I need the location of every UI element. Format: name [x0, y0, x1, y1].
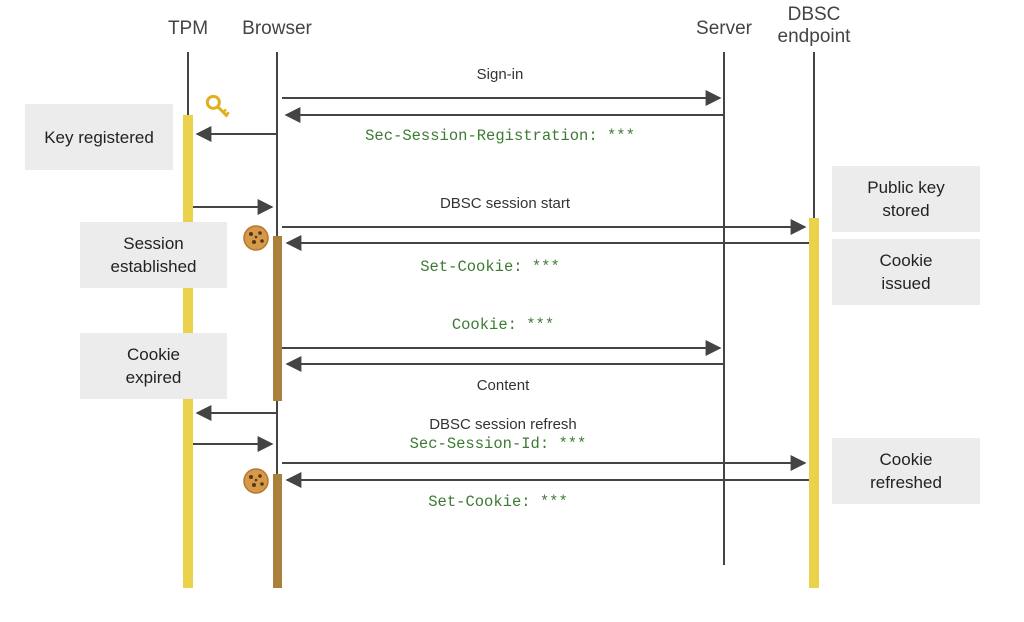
participant-dbsc-line1: DBSC	[787, 4, 841, 25]
label-set-cookie-2: Set-Cookie: ***	[428, 493, 568, 511]
participant-dbsc-line2: endpoint	[777, 26, 851, 47]
label-sec-session-id: Sec-Session-Id: ***	[409, 435, 587, 453]
key-icon	[205, 94, 230, 118]
note-cookie-issued: Cookie issued	[832, 239, 980, 305]
note-cookie-expired: Cookie expired	[80, 333, 227, 399]
note-public-key-stored: Public key stored	[832, 166, 980, 232]
label-dbsc-session-start: DBSC session start	[439, 195, 571, 212]
cookie-icon	[243, 468, 269, 494]
browser-activation-bar-2	[273, 474, 282, 588]
participant-dbsc-endpoint: DBSC endpoint	[764, 4, 864, 48]
label-sign-in: Sign-in	[476, 66, 524, 83]
note-cookie-refreshed: Cookie refreshed	[832, 438, 980, 504]
participant-browser: Browser	[242, 18, 312, 39]
participant-server: Server	[696, 18, 752, 39]
label-sec-session-registration: Sec-Session-Registration: ***	[365, 127, 635, 145]
label-cookie-request: Cookie: ***	[451, 316, 555, 334]
label-content: Content	[476, 377, 530, 394]
dbsc-activation-bar	[809, 218, 819, 588]
note-key-registered: Key registered	[25, 104, 173, 170]
cookie-icon	[243, 225, 269, 251]
label-set-cookie-1: Set-Cookie: ***	[420, 258, 560, 276]
note-session-established: Session established	[80, 222, 227, 288]
label-dbsc-session-refresh: DBSC session refresh	[429, 416, 577, 433]
browser-activation-bar-1	[273, 236, 282, 401]
participant-tpm: TPM	[167, 18, 209, 39]
